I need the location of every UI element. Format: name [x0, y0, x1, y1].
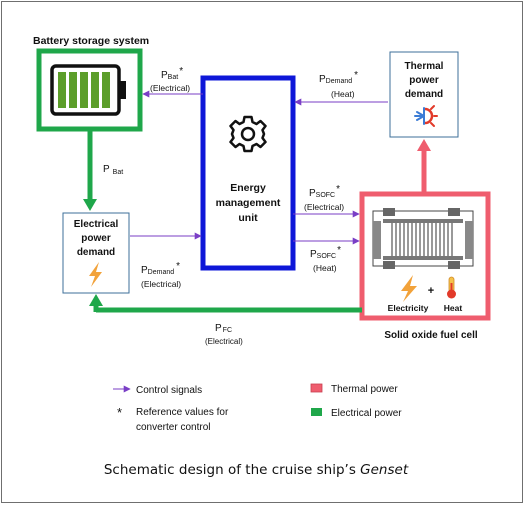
svg-text:(Heat): (Heat): [313, 263, 337, 273]
battery-title: Battery storage system: [33, 35, 149, 47]
ems-label-3: unit: [238, 212, 258, 224]
lightning-bolt-icon: [89, 262, 102, 287]
legend-thermal-power: Thermal power: [331, 384, 398, 395]
svg-text:(Electrical): (Electrical): [141, 279, 181, 289]
sofc-heat-label: Heat: [444, 303, 463, 313]
energy-management-unit-block: [200, 75, 296, 271]
ems-label-2: management: [216, 197, 281, 209]
label-p-demand-heat: PDemand* (Heat): [319, 70, 358, 99]
sofc-plus: +: [428, 285, 434, 297]
sofc-electricity-label: Electricity: [388, 303, 429, 313]
sofc-title: Solid oxide fuel cell: [384, 330, 478, 341]
thermal-demand-label-1: Thermal: [405, 61, 444, 72]
svg-text:PFC: PFC: [215, 323, 232, 334]
svg-text:(Electrical): (Electrical): [304, 202, 344, 212]
electrical-demand-label-1: Electrical: [74, 219, 119, 230]
svg-text:PDemand*: PDemand*: [141, 261, 180, 276]
legend-control-signals: Control signals: [136, 385, 202, 396]
gear-icon: [229, 115, 267, 153]
electricity-bolt-icon: [401, 275, 417, 302]
caption: Schematic design of the cruise ship’s Ge…: [104, 462, 409, 478]
label-p-sofc-electrical: PSOFC* (Electrical): [304, 184, 344, 212]
electrical-demand-label-3: demand: [77, 247, 115, 258]
thermometer-icon: [447, 276, 456, 299]
svg-text:(Heat): (Heat): [331, 89, 355, 99]
svg-text:(Electrical): (Electrical): [150, 83, 190, 93]
snowflake-sun-icon: [414, 105, 438, 127]
fuel-cell-stack-icon: [372, 208, 474, 269]
legend-thermal-swatch: [310, 383, 323, 393]
svg-text:PBat*: PBat*: [161, 66, 183, 81]
label-p-demand-electrical: PDemand* (Electrical): [141, 261, 181, 289]
label-p-bat-ref: PBat* (Electrical): [150, 66, 190, 93]
svg-text:(Electrical): (Electrical): [205, 337, 243, 346]
thermal-demand-label-3: demand: [405, 89, 443, 100]
battery-icon: [50, 64, 126, 116]
legend-star: *: [117, 405, 122, 420]
electrical-demand-label-2: power: [81, 233, 111, 244]
label-p-sofc-heat: PSOFC* (Heat): [310, 245, 341, 273]
legend-electrical-power: Electrical power: [331, 408, 402, 419]
label-p-fc: PFC (Electrical): [205, 323, 243, 346]
legend-reference-line1: Reference values for: [136, 407, 229, 418]
svg-text:PSOFC*: PSOFC*: [310, 245, 341, 260]
battery-to-demand-power-arrow: [83, 129, 97, 211]
svg-text:PDemand*: PDemand*: [319, 70, 358, 85]
thermal-demand-label-2: power: [409, 75, 439, 86]
legend-reference-line2: converter control: [136, 422, 210, 433]
svg-text:PBat: PBat: [103, 164, 123, 176]
ems-label-1: Energy: [230, 182, 266, 194]
fc-to-thermal-power-arrow: [417, 139, 431, 192]
fc-to-demand-power-arrow: [89, 294, 362, 313]
legend: Control signals * Reference values for c…: [113, 383, 402, 433]
legend-electrical-swatch: [311, 408, 322, 416]
svg-text:PSOFC*: PSOFC*: [309, 184, 340, 199]
